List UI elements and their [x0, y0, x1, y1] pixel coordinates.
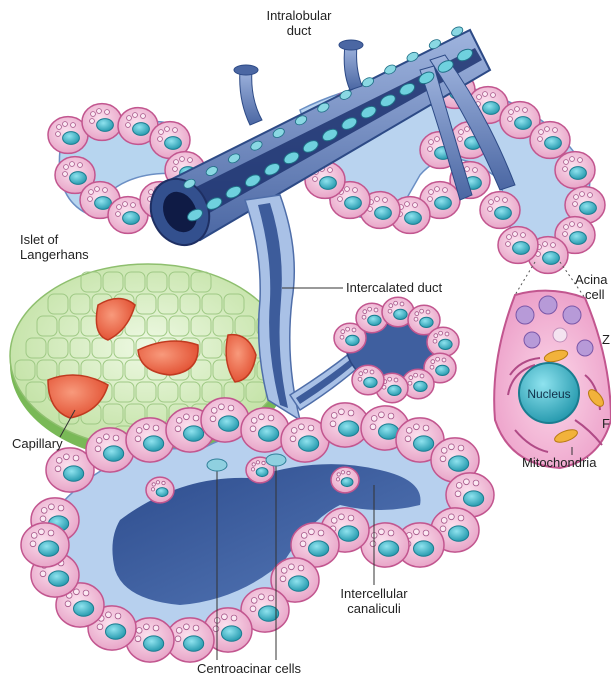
intercalated-duct-label: Intercalated duct — [346, 280, 442, 295]
acinar-cell-label: Acina cell — [575, 272, 608, 302]
acinar-cell — [498, 227, 538, 264]
acinar-cell — [480, 192, 520, 229]
zymogen-label-partial: Z — [602, 332, 610, 347]
acinus-middle-right — [334, 297, 459, 402]
acinar-cell — [331, 467, 359, 493]
islet-label: Islet of Langerhans — [20, 232, 89, 262]
centroacinar-cells-label: Centroacinar cells — [197, 661, 301, 676]
islet-label-line2: Langerhans — [20, 247, 89, 262]
capillary-label: Capillary — [12, 436, 63, 451]
acinar-cell — [427, 327, 459, 356]
intralobular-duct-label-line2: duct — [239, 23, 359, 38]
acinus-bottom — [21, 398, 494, 662]
intercellular-canaliculi-label-line1: Intercellular — [334, 586, 414, 601]
acinar-cell — [555, 152, 595, 189]
acinar-cell — [146, 477, 174, 503]
acinar-cell — [21, 523, 69, 567]
acinar-cell-label-line1: Acina — [575, 272, 608, 287]
islet-label-line1: Islet of — [20, 232, 89, 247]
acinar-cell-enlarged — [494, 291, 611, 468]
nucleus-label: Nucleus — [527, 387, 570, 401]
acinar-cell — [352, 365, 384, 394]
mitochondria-label: Mitochondria — [522, 455, 596, 470]
intercellular-canaliculi-label-line2: canaliculi — [334, 601, 414, 616]
intralobular-duct-label: Intralobular duct — [239, 8, 359, 38]
intralobular-duct-label-line1: Intralobular — [239, 8, 359, 23]
acinar-cell-label-line2: cell — [575, 287, 608, 302]
acinar-cell — [82, 104, 122, 141]
intercellular-canaliculi-label: Intercellular canaliculi — [334, 586, 414, 616]
acinar-cell — [530, 122, 570, 159]
rough-er-label-partial: F — [602, 416, 610, 431]
